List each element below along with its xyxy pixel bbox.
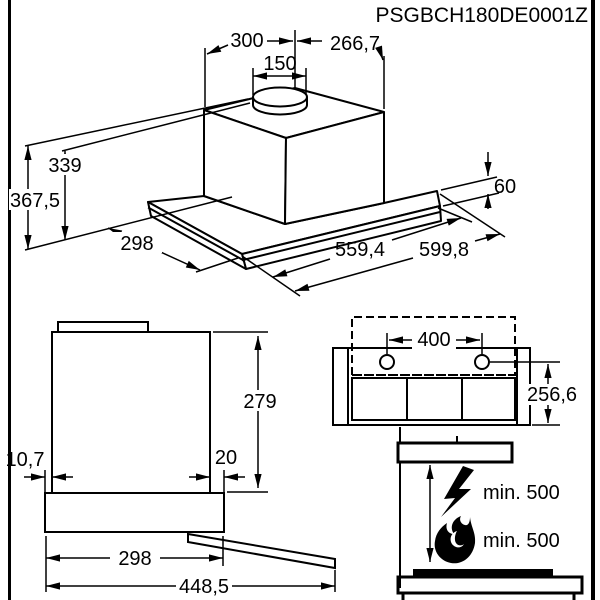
side-dimension-lines xyxy=(24,331,336,592)
drawing-title: PSGBCH180DE0001Z xyxy=(376,4,589,27)
dim-duct-diameter: 150 xyxy=(263,53,296,75)
duct-collar xyxy=(252,86,308,116)
min-clearance-gas: min. 500 xyxy=(483,530,560,552)
dim-side-body-depth: 298 xyxy=(118,548,151,570)
min-clearance-electric: min. 500 xyxy=(483,482,560,504)
dim-height-inner: 339 xyxy=(48,155,81,177)
dim-body-depth: 298 xyxy=(120,233,153,255)
dim-side-body-height: 279 xyxy=(243,391,276,413)
plan-view: 400 256,6 xyxy=(332,316,581,426)
dim-body-height: 60 xyxy=(494,176,516,198)
hood-bottom-bar xyxy=(396,441,514,464)
pullout-visor xyxy=(187,532,336,570)
clearance-diagram: min. 500 min. 500 xyxy=(396,427,584,600)
isometric-view: 300 266,7 150 339 367,5 298 60 559,4 599… xyxy=(9,30,516,297)
mounting-hole-left xyxy=(379,354,395,370)
bottom-panel-plan xyxy=(332,347,531,426)
dim-hole-spacing: 400 xyxy=(417,329,450,351)
dim-inner-width: 559,4 xyxy=(335,239,385,261)
dim-height-total: 367,5 xyxy=(10,190,60,212)
bottom-panel-profile xyxy=(44,492,225,533)
dim-chimney-depth: 266,7 xyxy=(330,33,380,55)
left-border-rule xyxy=(8,0,11,600)
hidden-body-outline xyxy=(351,316,516,376)
counter-bar xyxy=(396,575,584,595)
lightning-icon xyxy=(441,466,474,517)
dim-depth-with-pullout: 448,5 xyxy=(179,576,229,598)
dim-rear-overhang: 20 xyxy=(215,447,237,469)
mounting-tab xyxy=(57,321,149,333)
hood-body-profile xyxy=(51,331,211,494)
filter-area xyxy=(351,377,516,421)
right-border-rule xyxy=(591,0,595,600)
cooktop-surface xyxy=(413,569,553,577)
dim-chimney-width: 300 xyxy=(230,30,263,52)
mounting-hole-right xyxy=(474,354,490,370)
iso-dimension-lines xyxy=(24,30,506,297)
dim-front-overhang: 10,7 xyxy=(6,449,45,471)
dim-total-width: 599,8 xyxy=(419,239,469,261)
side-view: 279 10,7 20 298 448,5 xyxy=(6,321,336,598)
flame-icon-highlight xyxy=(450,531,464,548)
dim-mount-depth: 256,6 xyxy=(527,384,577,406)
